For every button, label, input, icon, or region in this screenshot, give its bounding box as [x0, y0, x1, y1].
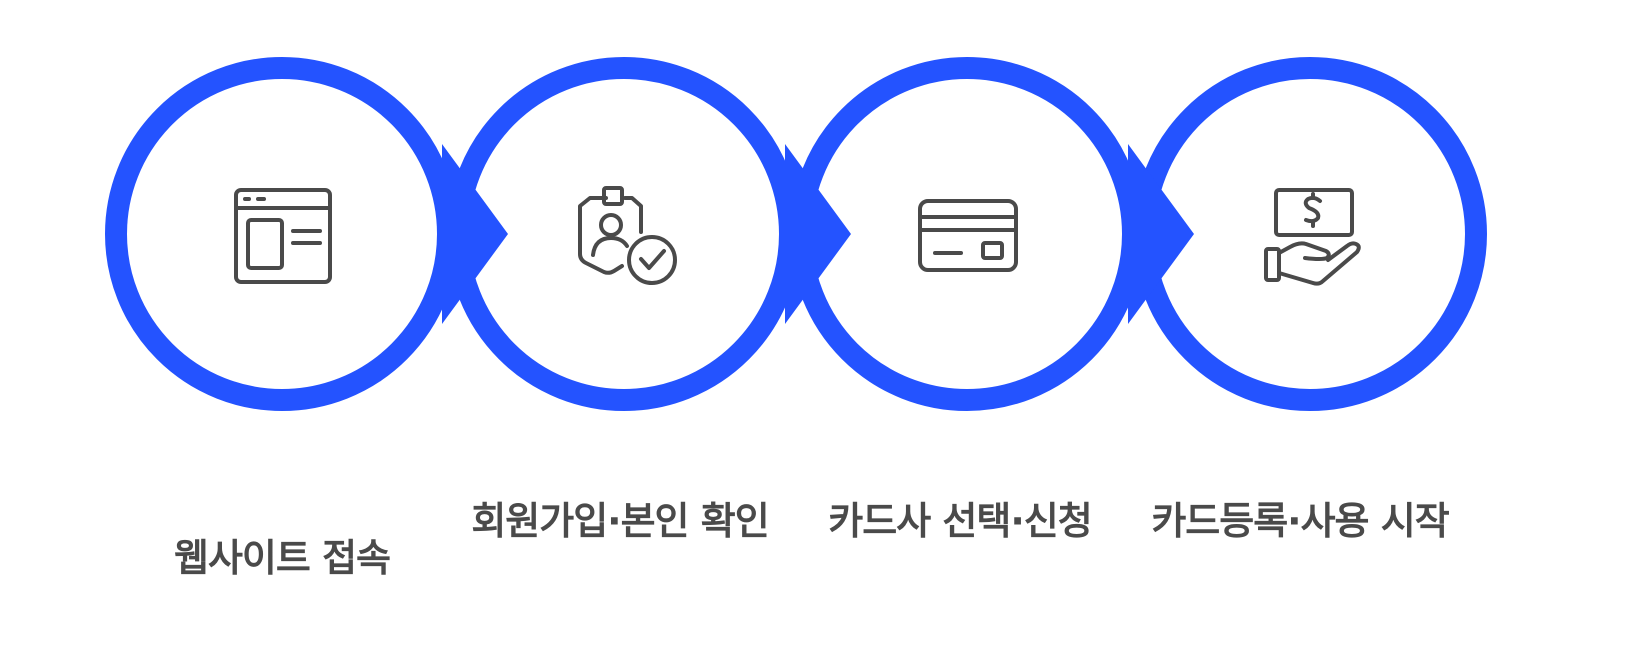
arrow-3-to-4: [1128, 144, 1194, 324]
step-arrows: [442, 144, 1194, 324]
verified-id-badge-icon: [578, 186, 677, 285]
step-label-1: 웹사이트 접속: [174, 536, 391, 580]
credit-card-icon: [918, 199, 1018, 272]
arrow-1-to-2: [442, 144, 508, 324]
step-label-3: 카드사 선택·신청: [828, 499, 1092, 543]
hand-receiving-money-icon: [1264, 188, 1361, 286]
step-label-4: 카드등록·사용 시작: [1151, 499, 1449, 543]
step-label-2: 회원가입·본인 확인: [471, 499, 769, 543]
browser-window-icon: [234, 188, 332, 284]
arrow-2-to-3: [785, 144, 851, 324]
